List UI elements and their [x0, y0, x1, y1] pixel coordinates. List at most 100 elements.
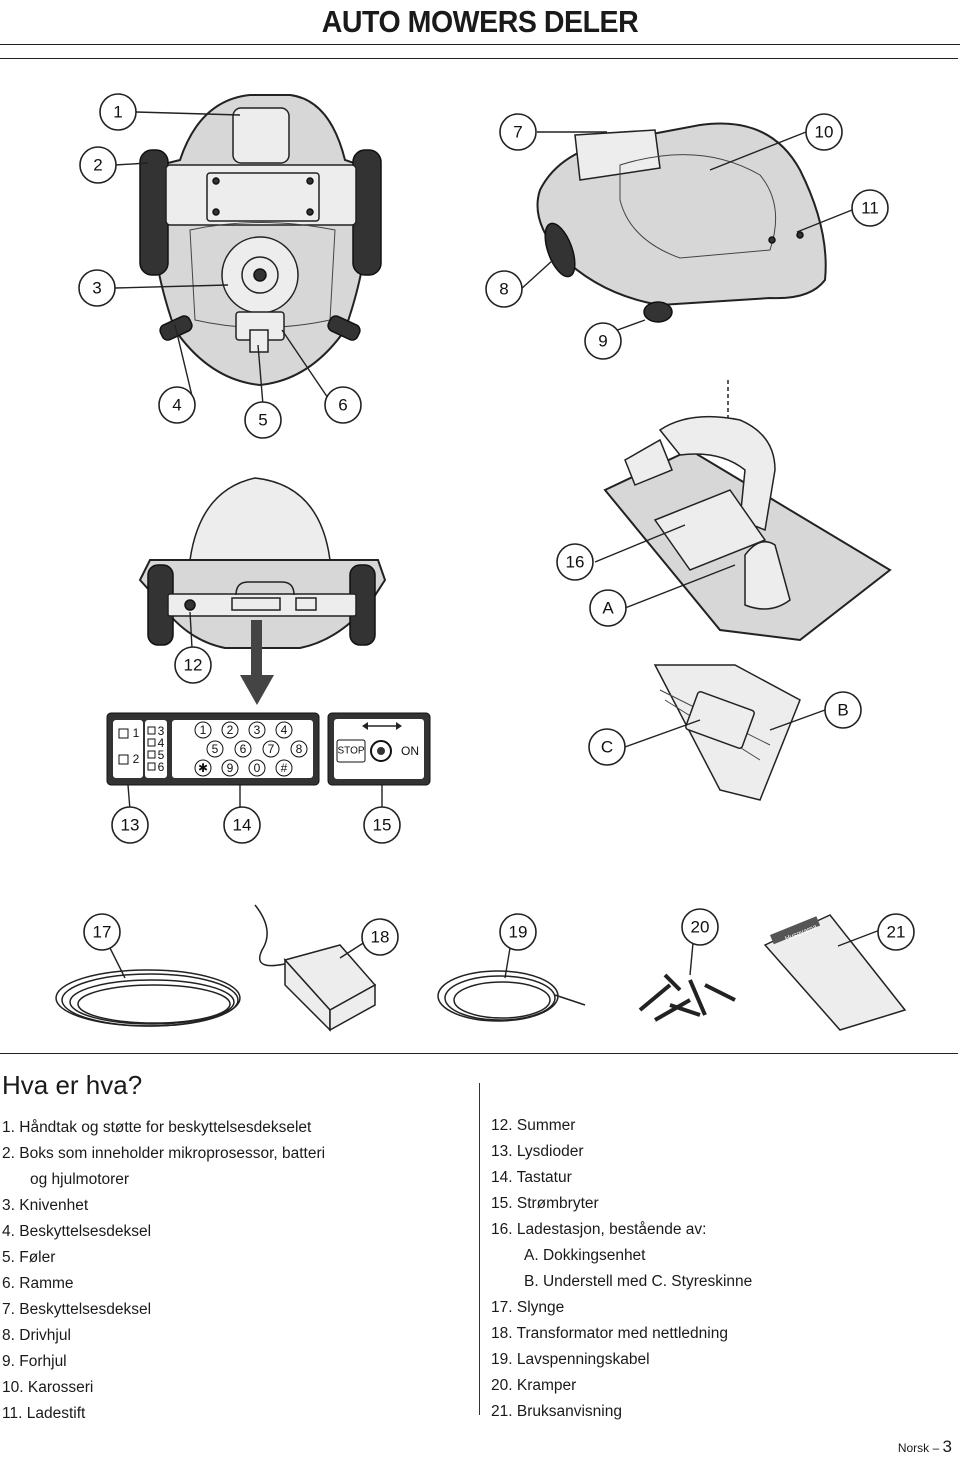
list-item: 13. Lysdioder	[491, 1143, 584, 1160]
pegs-drawing	[638, 973, 736, 1022]
svg-text:8: 8	[296, 742, 303, 756]
callout-16: 16	[556, 543, 594, 581]
manual-drawing: Husqvarna	[763, 914, 907, 1031]
list-item: 16. Ladestasjon, bestående av:	[491, 1221, 707, 1238]
figure-frame	[0, 58, 958, 1054]
list-subitem: A. Dokkingsenhet	[524, 1247, 646, 1264]
svg-text:B: B	[837, 701, 848, 720]
callout-9: 9	[584, 322, 622, 360]
svg-text:9: 9	[598, 332, 607, 351]
svg-text:9: 9	[227, 761, 234, 775]
callout-14: 14	[223, 806, 261, 844]
svg-text:6: 6	[338, 396, 347, 415]
callout-13: 13	[111, 806, 149, 844]
low-voltage-cable-drawing	[437, 970, 586, 1022]
svg-text:1: 1	[113, 103, 122, 122]
svg-text:7: 7	[268, 742, 275, 756]
callout-18: 18	[361, 918, 399, 956]
svg-text:4: 4	[281, 723, 288, 737]
svg-text:1: 1	[200, 723, 207, 737]
mower-rear-drawing	[138, 477, 387, 649]
svg-text:8: 8	[499, 280, 508, 299]
svg-text:6: 6	[158, 760, 165, 774]
svg-text:12: 12	[184, 656, 203, 675]
callout-20: 20	[681, 908, 719, 946]
title-bar: AUTO MOWERS DELER	[0, 0, 960, 45]
callout-A: A	[589, 589, 627, 627]
list-item: 21. Bruksanvisning	[491, 1403, 622, 1420]
callout-1: 1	[99, 93, 137, 131]
svg-text:4: 4	[172, 396, 181, 415]
callout-B: B	[824, 691, 862, 729]
page-title: AUTO MOWERS DELER	[321, 4, 639, 39]
callout-10: 10	[805, 113, 843, 151]
svg-text:5: 5	[212, 742, 219, 756]
svg-text:20: 20	[691, 918, 710, 937]
list-item: 18. Transformator med nettledning	[491, 1325, 728, 1342]
list-item: 5. Føler	[2, 1249, 56, 1266]
svg-text:18: 18	[371, 928, 390, 947]
parts-list-right: 12. Summer 13. Lysdioder 14. Tastatur 15…	[491, 1113, 921, 1425]
list-item: 11. Ladestift	[2, 1405, 86, 1422]
callout-11: 11	[851, 189, 889, 227]
svg-text:21: 21	[887, 923, 906, 942]
parts-list-left: 1. Håndtak og støtte for beskyttelsesdek…	[2, 1115, 402, 1427]
svg-text:5: 5	[258, 411, 267, 430]
svg-text:6: 6	[240, 742, 247, 756]
list-item: 6. Ramme	[2, 1275, 74, 1292]
list-item: 17. Slynge	[491, 1299, 565, 1316]
list-item: 15. Strømbryter	[491, 1195, 599, 1212]
svg-text:13: 13	[121, 816, 140, 835]
list-item: 19. Lavspenningskabel	[491, 1351, 650, 1368]
loop-wire-drawing	[55, 969, 241, 1027]
callout-17: 17	[83, 913, 121, 951]
svg-text:14: 14	[233, 816, 252, 835]
list-item: 7. Beskyttelsesdeksel	[2, 1301, 152, 1318]
svg-text:3: 3	[92, 279, 101, 298]
list-item: 1. Håndtak og støtte for beskyttelsesdek…	[2, 1119, 312, 1136]
column-divider	[479, 1083, 480, 1415]
footer-language: Norsk –	[897, 1441, 940, 1455]
svg-text:11: 11	[861, 199, 879, 218]
mower-underside-drawing	[139, 94, 382, 387]
list-subitem: B. Understell med C. Styreskinne	[524, 1273, 753, 1290]
svg-text:7: 7	[513, 123, 522, 142]
svg-text:2: 2	[133, 752, 140, 766]
charging-station-drawing	[603, 380, 892, 801]
callout-8: 8	[485, 270, 523, 308]
list-item: 20. Kramper	[491, 1377, 577, 1394]
section-heading: Hva er hva?	[2, 1070, 143, 1100]
transformer-drawing	[254, 904, 377, 1032]
svg-text:✱: ✱	[198, 761, 208, 775]
svg-text:19: 19	[509, 923, 528, 942]
svg-text:3: 3	[158, 724, 165, 738]
svg-text:2: 2	[93, 156, 102, 175]
svg-text:STOP: STOP	[337, 746, 364, 757]
list-item: 8. Drivhjul	[2, 1327, 71, 1344]
page-footer: Norsk – 3	[898, 1437, 952, 1457]
power-switch-panel: STOP ON	[327, 712, 431, 786]
list-item: 10. Karosseri	[2, 1379, 94, 1396]
callout-3: 3	[78, 269, 116, 307]
svg-text:17: 17	[93, 923, 112, 942]
svg-text:15: 15	[373, 816, 392, 835]
callout-12: 12	[174, 646, 212, 684]
svg-text:10: 10	[815, 123, 834, 142]
keypad-panel: 1 2 3 4 5 6 1 2 3 4 5 6 7 8 ✱ 9 0 #	[106, 712, 320, 786]
list-item: 3. Knivenhet	[2, 1197, 89, 1214]
svg-text:#: #	[281, 761, 288, 775]
callout-C: C	[588, 728, 626, 766]
callout-5: 5	[244, 401, 282, 439]
callout-6: 6	[324, 386, 362, 424]
list-item: 4. Beskyttelsesdeksel	[2, 1223, 152, 1240]
svg-text:ON: ON	[401, 744, 419, 758]
callout-19: 19	[499, 913, 537, 951]
list-item: 2. Boks som inneholder mikroprosessor, b…	[2, 1145, 326, 1188]
svg-text:5: 5	[158, 748, 165, 762]
callout-15: 15	[363, 806, 401, 844]
svg-text:4: 4	[158, 736, 165, 750]
callout-21: 21	[877, 913, 915, 951]
svg-text:A: A	[602, 599, 614, 618]
svg-text:3: 3	[254, 723, 261, 737]
list-item: 9. Forhjul	[2, 1353, 67, 1370]
